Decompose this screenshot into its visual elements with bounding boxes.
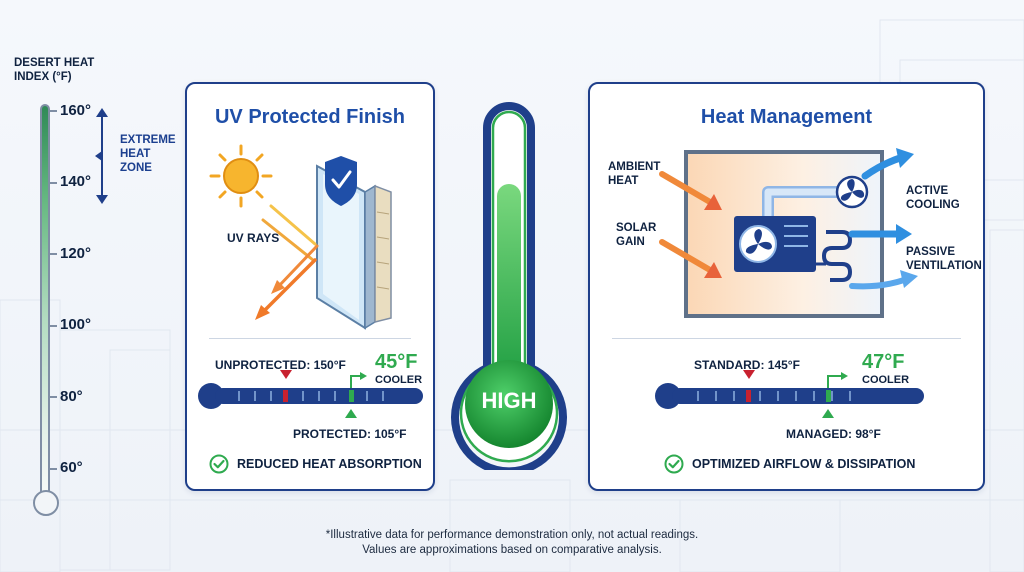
unprotected-temp-label: UNPROTECTED: 150°F (215, 358, 346, 372)
active-cooling-arrow-icon (861, 148, 914, 180)
uv-temperature-bar (198, 370, 423, 418)
zone-line1: EXTREME (120, 134, 176, 146)
heat-standard-marker (746, 390, 751, 402)
uv-protected-panel: UV Protected Finish (185, 82, 435, 491)
scale-label-160: 160° (60, 102, 92, 119)
uv-panel-title: UV Protected Finish (214, 106, 406, 128)
coil-icon (821, 230, 853, 282)
scale-label-80: 80° (60, 388, 83, 405)
scale-title-line1: DESERT HEAT (14, 57, 95, 69)
scale-tick (50, 468, 57, 470)
hvac-illustration (684, 150, 884, 318)
scale-label-60: 60° (60, 459, 83, 476)
heat-managed-pointer-icon (822, 409, 834, 418)
scale-tick (50, 325, 57, 327)
heat-bar-track (672, 388, 924, 404)
uv-protected-marker (349, 390, 354, 402)
ac-unit-icon (734, 216, 816, 272)
uv-cooler-label: COOLER (375, 374, 423, 386)
extreme-heat-zone-label: EXTREME HEAT ZONE (120, 133, 176, 175)
uv-panel-divider (209, 338, 411, 339)
center-thermometer-icon (451, 102, 567, 470)
uv-cooler-arrow-icon (360, 372, 367, 380)
scale-tick (50, 396, 57, 398)
footnote-line1: *Illustrative data for performance demon… (325, 529, 699, 541)
uv-unprotected-pointer-icon (280, 370, 292, 379)
heat-managed-marker (826, 390, 831, 402)
center-high-label: HIGH (481, 388, 537, 413)
passive-line2: VENTILATION (906, 260, 982, 272)
passive-ventilation-label: PASSIVE VENTILATION (906, 245, 982, 273)
active-cooling-label: ACTIVE COOLING (906, 184, 960, 212)
solar-gain-label: SOLAR GAIN (616, 221, 656, 249)
heat-cooler-value: 47°F (862, 351, 905, 373)
heat-flow-arrows (659, 148, 918, 290)
ventilation-lower-arrow-icon (849, 270, 918, 290)
heat-standard-pointer-icon (743, 370, 755, 379)
zone-line2: HEAT (120, 148, 151, 160)
uv-rays-label: UV RAYS (227, 231, 280, 245)
solar-line1: SOLAR (616, 222, 657, 234)
active-line2: COOLING (906, 199, 960, 211)
scale-title-line2: INDEX (°F) (14, 71, 72, 83)
scale-thermometer-tube (40, 104, 50, 496)
protected-temp-label: PROTECTED: 105°F (293, 427, 407, 441)
uv-bar-bulb (198, 383, 224, 409)
heat-bar-bulb (655, 383, 681, 409)
scale-tick (50, 253, 57, 255)
heat-cooler-arrow-icon (841, 372, 848, 380)
scale-thermometer-bulb (33, 490, 59, 516)
sun-icon (209, 144, 273, 208)
uv-illustration (209, 144, 392, 330)
footnote: *Illustrative data for performance demon… (0, 528, 1024, 558)
zone-line3: ZONE (120, 162, 152, 174)
uv-rays-arrows-icon (255, 204, 319, 320)
heat-management-panel: Heat Management (588, 82, 985, 491)
heat-temperature-bar (655, 370, 924, 418)
ambient-heat-label: AMBIENT HEAT (608, 160, 660, 188)
heat-footer-text: OPTIMIZED AIRFLOW & DISSIPATION (692, 457, 916, 471)
fan-icon (835, 175, 869, 209)
heat-panel-divider (612, 338, 961, 339)
uv-panel-footer: REDUCED HEAT ABSORPTION (209, 454, 422, 474)
check-circle-icon (664, 454, 684, 474)
standard-temp-label: STANDARD: 145°F (694, 358, 800, 372)
managed-temp-label: MANAGED: 98°F (786, 427, 881, 441)
uv-unprotected-marker (283, 390, 288, 402)
passive-line1: PASSIVE (906, 246, 955, 258)
heat-panel-title: Heat Management (700, 106, 873, 128)
heat-cooler-label: COOLER (862, 374, 910, 386)
uv-footer-text: REDUCED HEAT ABSORPTION (237, 457, 422, 471)
glass-pane-icon (316, 164, 392, 330)
ambient-line1: AMBIENT (608, 161, 661, 173)
scale-label-120: 120° (60, 245, 92, 262)
scale-title: DESERT HEAT INDEX (°F) (14, 56, 124, 84)
ambient-line2: HEAT (608, 175, 639, 187)
solar-gain-arrow-icon (659, 239, 722, 278)
ambient-heat-arrow-icon (659, 171, 722, 210)
scale-label-140: 140° (60, 173, 92, 190)
passive-ventilation-arrow-icon (848, 224, 912, 244)
extreme-zone-range-arrow-icon (95, 108, 108, 204)
heat-panel-footer: OPTIMIZED AIRFLOW & DISSIPATION (664, 454, 915, 474)
check-circle-icon (209, 454, 229, 474)
active-line1: ACTIVE (906, 185, 949, 197)
uv-protected-pointer-icon (345, 409, 357, 418)
solar-line2: GAIN (616, 236, 645, 248)
shield-check-icon (325, 156, 357, 206)
scale-label-100: 100° (60, 316, 92, 333)
scale-tick (50, 110, 57, 112)
footnote-line2: Values are approximations based on compa… (362, 544, 662, 556)
uv-cooler-value: 45°F (375, 351, 418, 373)
scale-tick (50, 182, 57, 184)
